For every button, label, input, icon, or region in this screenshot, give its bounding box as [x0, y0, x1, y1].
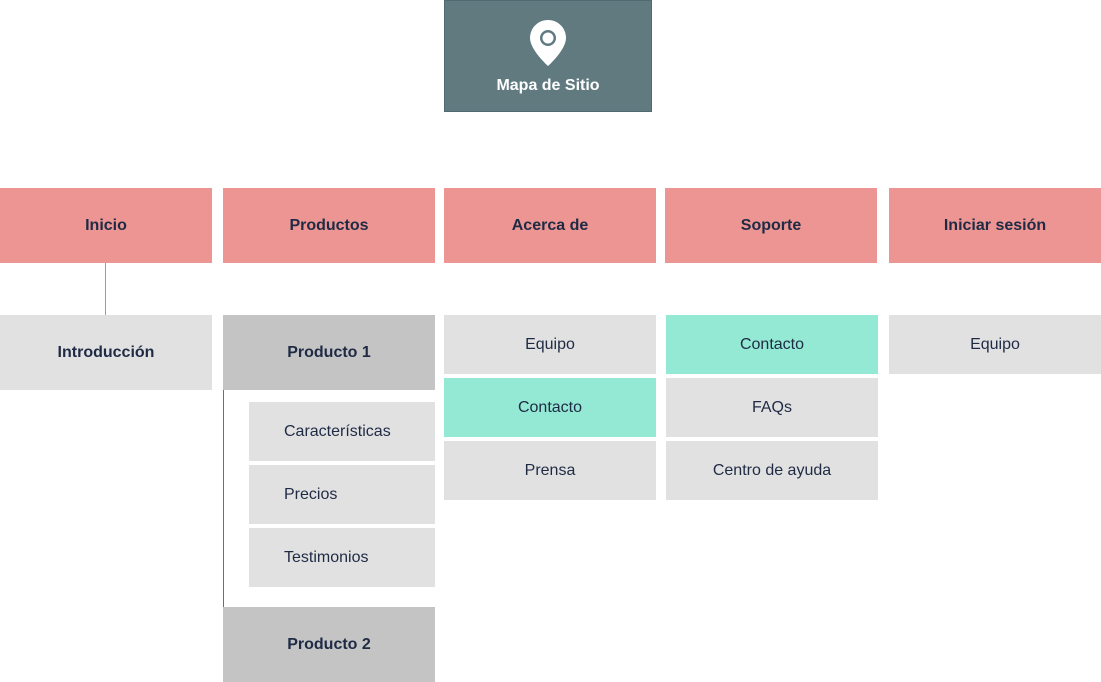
node-precios-label: Precios	[284, 485, 338, 503]
node-testimonios[interactable]: Testimonios	[249, 528, 435, 587]
node-inicio-label: Inicio	[85, 216, 127, 234]
node-acerca-prensa[interactable]: Prensa	[444, 441, 656, 500]
connector-producto1-producto2	[223, 390, 224, 607]
node-productos[interactable]: Productos	[223, 188, 435, 263]
root-title: Mapa de Sitio	[496, 77, 600, 94]
node-caracteristicas-label: Características	[284, 422, 391, 440]
node-acerca-de-label: Acerca de	[511, 216, 589, 234]
node-iniciar-equipo-label: Equipo	[970, 335, 1020, 353]
node-soporte-label: Soporte	[740, 216, 802, 234]
node-acerca-de[interactable]: Acerca de	[444, 188, 656, 263]
node-iniciar-sesion-label: Iniciar sesión	[943, 216, 1047, 234]
node-inicio[interactable]: Inicio	[0, 188, 212, 263]
node-caracteristicas[interactable]: Características	[249, 402, 435, 461]
node-acerca-equipo-label: Equipo	[525, 335, 575, 353]
node-acerca-prensa-label: Prensa	[524, 461, 576, 479]
node-iniciar-equipo[interactable]: Equipo	[889, 315, 1101, 374]
node-precios[interactable]: Precios	[249, 465, 435, 524]
node-iniciar-sesion[interactable]: Iniciar sesión	[889, 188, 1101, 263]
node-soporte-contacto-label: Contacto	[739, 335, 805, 353]
node-testimonios-label: Testimonios	[284, 548, 369, 566]
node-introduccion-label: Introducción	[57, 343, 155, 361]
node-producto-2-label: Producto 2	[287, 635, 371, 653]
node-soporte-contacto[interactable]: Contacto	[666, 315, 878, 374]
node-acerca-contacto-label: Contacto	[517, 398, 583, 416]
node-producto-1[interactable]: Producto 1	[223, 315, 435, 390]
node-acerca-contacto[interactable]: Contacto	[444, 378, 656, 437]
node-acerca-equipo[interactable]: Equipo	[444, 315, 656, 374]
node-producto-1-label: Producto 1	[287, 343, 371, 361]
connector-inicio-introduccion	[105, 263, 106, 315]
node-soporte-faqs[interactable]: FAQs	[666, 378, 878, 437]
node-soporte-centro-de-ayuda[interactable]: Centro de ayuda	[666, 441, 878, 500]
node-soporte[interactable]: Soporte	[665, 188, 877, 263]
node-soporte-centro-de-ayuda-label: Centro de ayuda	[712, 461, 832, 479]
node-introduccion[interactable]: Introducción	[0, 315, 212, 390]
sitemap-root-node: Mapa de Sitio	[444, 0, 652, 112]
node-productos-label: Productos	[289, 216, 369, 234]
node-soporte-faqs-label: FAQs	[751, 398, 792, 416]
map-pin-icon	[530, 20, 566, 66]
node-producto-2[interactable]: Producto 2	[223, 607, 435, 682]
